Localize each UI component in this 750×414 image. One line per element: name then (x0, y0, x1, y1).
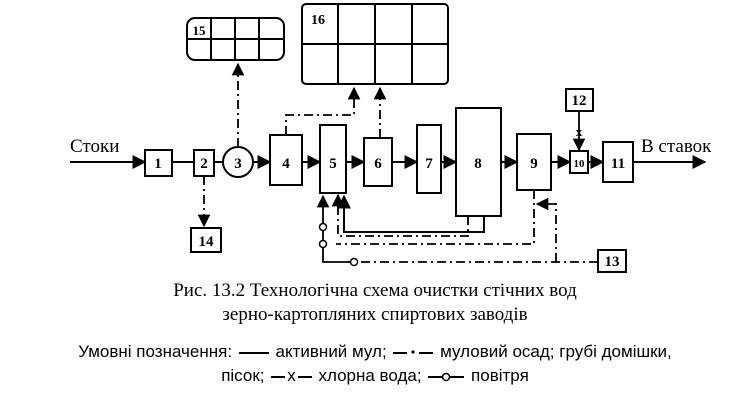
block-16-label: 16 (311, 13, 325, 28)
block-12-label: 12 (572, 93, 587, 109)
block-2-label: 2 (200, 156, 208, 172)
chlorine-line-symbol-left (271, 375, 286, 378)
block-3-label: 3 (234, 156, 242, 172)
legend-sludge-sediment: муловий осад; грубі домішки, (440, 342, 672, 361)
air-symbol-circle (318, 239, 328, 249)
block-7 (416, 124, 442, 194)
block-13-label: 13 (605, 254, 620, 270)
block-8 (455, 107, 502, 217)
legend-active-sludge: активний мул; (275, 342, 387, 361)
chlorine-line-symbol-right (297, 375, 312, 378)
block-1-label: 1 (154, 156, 162, 172)
legend-sand: пісок; (221, 366, 265, 385)
chlorine-x-mark: х (576, 124, 583, 139)
legend-line-1: Умовні позначення: активний мул; муловий… (0, 341, 750, 363)
block-9 (516, 133, 552, 191)
block-5-label: 5 (329, 156, 337, 172)
block-9-label: 9 (530, 156, 538, 172)
block-11-label: 11 (611, 156, 625, 172)
air-line-symbol (428, 372, 465, 381)
block-10-label: 10 (574, 158, 586, 170)
legend-chlorine-water: хлорна вода; (318, 366, 422, 385)
block-14 (190, 227, 222, 253)
block-4-label: 4 (282, 156, 290, 172)
block-5 (319, 124, 347, 194)
block-8-label: 8 (474, 156, 482, 172)
air-symbol-circle (349, 257, 359, 267)
air-symbol-circle (318, 222, 328, 232)
figure-caption-line-2: зерно-картопляних спиртових заводів (222, 304, 528, 325)
block-13 (597, 249, 627, 273)
block-7-label: 7 (425, 156, 433, 172)
figure-caption-line-1: Рис. 13.2 Технологічна схема очистки сті… (173, 280, 577, 301)
treatment-flow-diagram: х 1 2 3 4 5 6 7 8 9 10 11 12 13 14 15 16… (70, 3, 712, 273)
legend-prefix: Умовні позначення: (78, 342, 233, 361)
solid-line-symbol (238, 351, 269, 354)
dash-dot-line-symbol (393, 349, 434, 354)
block-6-label: 6 (374, 156, 382, 172)
block-14-label: 14 (199, 234, 215, 250)
legend-line-2: пісок; х хлорна вода; повітря (0, 365, 750, 387)
block-6 (363, 137, 393, 187)
legend-x-mark: х (287, 366, 296, 385)
legend-air: повітря (471, 366, 529, 385)
output-label: В ставок (641, 136, 712, 157)
block-1 (144, 149, 173, 177)
block-15-label: 15 (193, 23, 207, 38)
input-label: Стоки (70, 136, 119, 157)
block-11 (602, 141, 634, 183)
